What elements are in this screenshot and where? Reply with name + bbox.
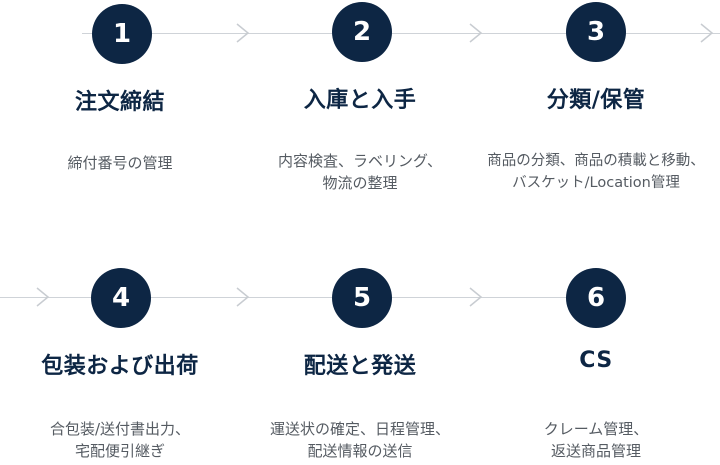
step-title: 分類/保管 [546, 88, 646, 113]
step-1: 1 注文締結 締付番号の管理 [0, 0, 240, 232]
step-title: 入庫と入手 [303, 88, 417, 113]
step-description: 締付番号の管理 [67, 154, 173, 172]
step-4: 4 包装および出荷 合包装/送付書出力、 宅配便引継ぎ [0, 264, 240, 464]
step-description: クレーム管理、 返送商品管理 [543, 420, 649, 460]
connector-line-row-2 [0, 297, 608, 298]
step-number-badge: 4 [91, 268, 151, 328]
step-number-badge: 3 [566, 2, 626, 62]
step-title: 包装および出荷 [41, 354, 199, 379]
step-number-badge: 6 [566, 268, 626, 328]
step-number-badge: 5 [332, 268, 392, 328]
step-title: CS [579, 348, 613, 373]
step-title: 配送と発送 [303, 354, 417, 379]
step-2: 2 入庫と入手 内容検査、ラベリング、 物流の整理 [240, 0, 480, 232]
step-title: 注文締結 [74, 90, 165, 115]
chevron-right-icon [469, 287, 483, 307]
step-number-badge: 1 [92, 4, 152, 64]
step-description: 合包装/送付書出力、 宅配便引継ぎ [49, 420, 191, 460]
connector-line-row-1 [82, 33, 720, 34]
chevron-right-icon [236, 287, 250, 307]
step-number-badge: 2 [332, 2, 392, 62]
step-description: 内容検査、ラベリング、 物流の整理 [278, 152, 442, 192]
step-5: 5 配送と発送 運送状の確定、日程管理、 配送情報の送信 [240, 264, 480, 464]
chevron-right-icon [36, 287, 50, 307]
chevron-right-icon [700, 23, 714, 43]
step-3: 3 分類/保管 商品の分類、商品の積載と移動、 バスケット/Location管理 [476, 0, 716, 232]
chevron-right-icon [469, 23, 483, 43]
chevron-right-icon [236, 23, 250, 43]
step-6: 6 CS クレーム管理、 返送商品管理 [476, 264, 716, 464]
step-description: 運送状の確定、日程管理、 配送情報の送信 [269, 420, 450, 460]
step-description: 商品の分類、商品の積載と移動、 バスケット/Location管理 [487, 153, 705, 191]
